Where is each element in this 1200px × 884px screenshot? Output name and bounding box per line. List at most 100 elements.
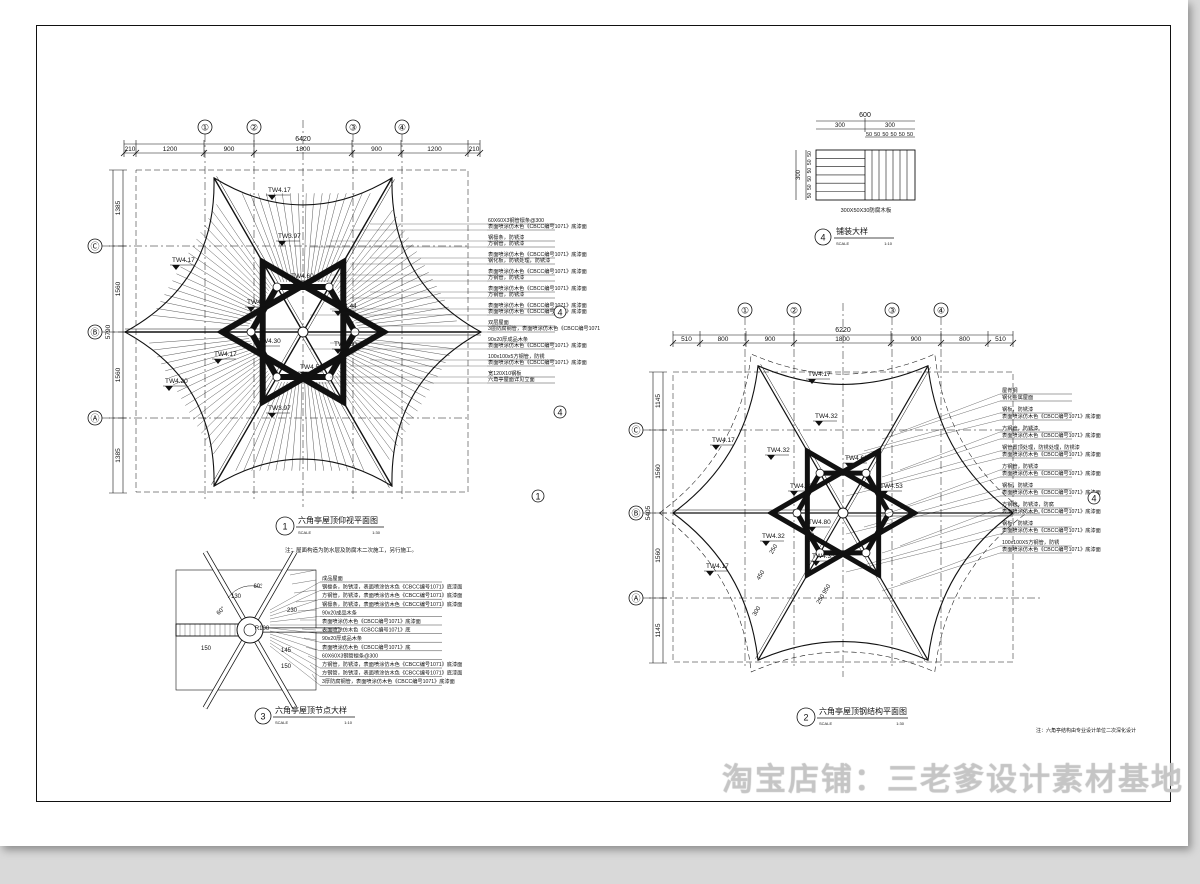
dimension-text: 900 <box>765 336 776 343</box>
ridge-beam-edge <box>755 511 841 659</box>
axis-bubble-top-label: ① <box>741 306 749 316</box>
callout-text: 表面喷涂仿木色《CBCC编号1071》底漆面 <box>1002 412 1101 420</box>
leader-line <box>899 393 1001 433</box>
callout-text: 60X60X3钢管檩条@300 <box>322 651 378 659</box>
roof-slat <box>318 193 347 283</box>
elevation-marker <box>762 541 770 546</box>
node-joint <box>272 372 282 382</box>
elevation-label: TW4.35 <box>812 553 835 560</box>
elevation-label: TW4.44 <box>334 303 357 310</box>
roof-slat <box>172 280 257 314</box>
callout-text: 100x100x5方钢管，防锈 <box>488 352 545 360</box>
ridge-beam <box>842 512 929 661</box>
callout-text: 方钢管，防锈漆，表面喷涂仿木色《CBCC编号1071》底漆面 <box>322 669 462 677</box>
roof-slat <box>267 381 291 471</box>
dimension-text: 50 <box>807 176 813 182</box>
plan-boundary <box>135 169 469 493</box>
roof-slat <box>347 355 426 398</box>
roof-slat <box>338 370 402 439</box>
inner-dimension: 300 <box>752 605 763 617</box>
leader-line <box>269 642 321 677</box>
scale-value: 1:10 <box>344 720 353 725</box>
roof-slat <box>343 251 417 304</box>
callout-text: 3厚防腐钢管，表面喷涂仿木色《CBCC编号1071》底漆面 <box>322 677 455 685</box>
ridge-beam <box>757 512 844 661</box>
callout-text: 方钢管，防锈漆 <box>488 290 524 298</box>
elevation-label: TW4.32 <box>790 483 813 490</box>
view-number-label: 2 <box>803 713 808 723</box>
roof-slat <box>341 365 410 426</box>
dimension-slash <box>937 339 945 347</box>
roof-slat <box>349 350 434 384</box>
roof-slat <box>340 237 409 299</box>
scale-label: SCALE <box>298 530 311 535</box>
elevation-marker <box>172 265 180 270</box>
elevation-marker <box>767 455 775 460</box>
ridge-beam-edge <box>300 333 390 488</box>
diagonal-beam-inner <box>248 629 297 709</box>
view-number <box>814 228 832 246</box>
dimension-slash <box>742 339 750 347</box>
ridge-beam <box>302 331 393 487</box>
view-number <box>254 707 272 725</box>
elevation-marker <box>247 307 255 312</box>
elevation-label: TW4.80 <box>808 519 831 526</box>
callout-text: 钢化金属屋面 <box>1002 393 1033 401</box>
detail-dimension: 150 <box>201 646 212 652</box>
dimension-slash <box>200 149 208 157</box>
roof-slat <box>301 628 317 631</box>
leader-line <box>269 630 321 643</box>
callout-text: 六角亭屋面详见立面 <box>488 375 535 383</box>
leader-line <box>269 599 321 617</box>
axis-bubble-left-label: Ⓑ <box>90 328 99 338</box>
roof-slat <box>189 360 263 413</box>
leader-line <box>881 400 1001 440</box>
ridge-beam <box>213 177 304 333</box>
detail-tag <box>553 405 567 419</box>
roof-slat <box>321 381 357 471</box>
leader-line <box>845 457 1001 497</box>
elevation-label: TW4.30 <box>258 338 281 345</box>
elevation-marker <box>812 561 820 566</box>
axis-bubble-top-label: ③ <box>349 123 357 133</box>
roof-slat <box>354 299 445 321</box>
dimension-total: 600 <box>859 112 871 119</box>
dimension-text: 800 <box>959 336 970 343</box>
roof-slat <box>338 223 401 294</box>
elevation-label: TW3.97 <box>278 233 301 240</box>
leader-line <box>269 590 321 614</box>
elevation-marker <box>268 195 276 200</box>
roof-slat <box>181 355 260 399</box>
ridge-beam-edge <box>840 514 926 662</box>
callout-text: 钢管置顶处理，防锈处理，防锈漆 <box>1002 443 1080 451</box>
roof-slat <box>180 266 259 309</box>
roof-slat <box>265 193 290 283</box>
callout-text: 表面喷涂仿木色《CBCC编号1071》底漆面 <box>1002 545 1101 553</box>
elevation-label: TW4.60 <box>334 341 357 348</box>
leader-line <box>863 412 1001 452</box>
ridge-beam <box>213 331 304 487</box>
leader-line <box>845 533 1001 573</box>
ridge-beam-edge <box>305 179 395 334</box>
elevation-marker <box>845 463 853 468</box>
roof-slat <box>309 664 317 671</box>
dimension-text: 210 <box>469 146 480 153</box>
ridge-beam-edge <box>216 176 306 331</box>
callout-text: 钢板，防锈漆 <box>1002 405 1033 413</box>
axis-bubble-top-label: ④ <box>937 306 945 316</box>
dimension-slash <box>790 339 798 347</box>
elevation-label: TW4.17 <box>808 371 831 378</box>
roof-slat <box>316 381 341 471</box>
dimension-slash <box>696 339 704 347</box>
callout-text: 钢板，防锈漆 <box>1002 519 1033 527</box>
elevation-marker <box>808 527 816 532</box>
roof-slat <box>348 272 429 311</box>
elevation-marker <box>712 445 720 450</box>
roof-slat <box>204 225 268 294</box>
roof-slat <box>354 342 446 363</box>
scale-label: SCALE <box>836 241 849 246</box>
dimension-text: 1560 <box>655 464 662 479</box>
